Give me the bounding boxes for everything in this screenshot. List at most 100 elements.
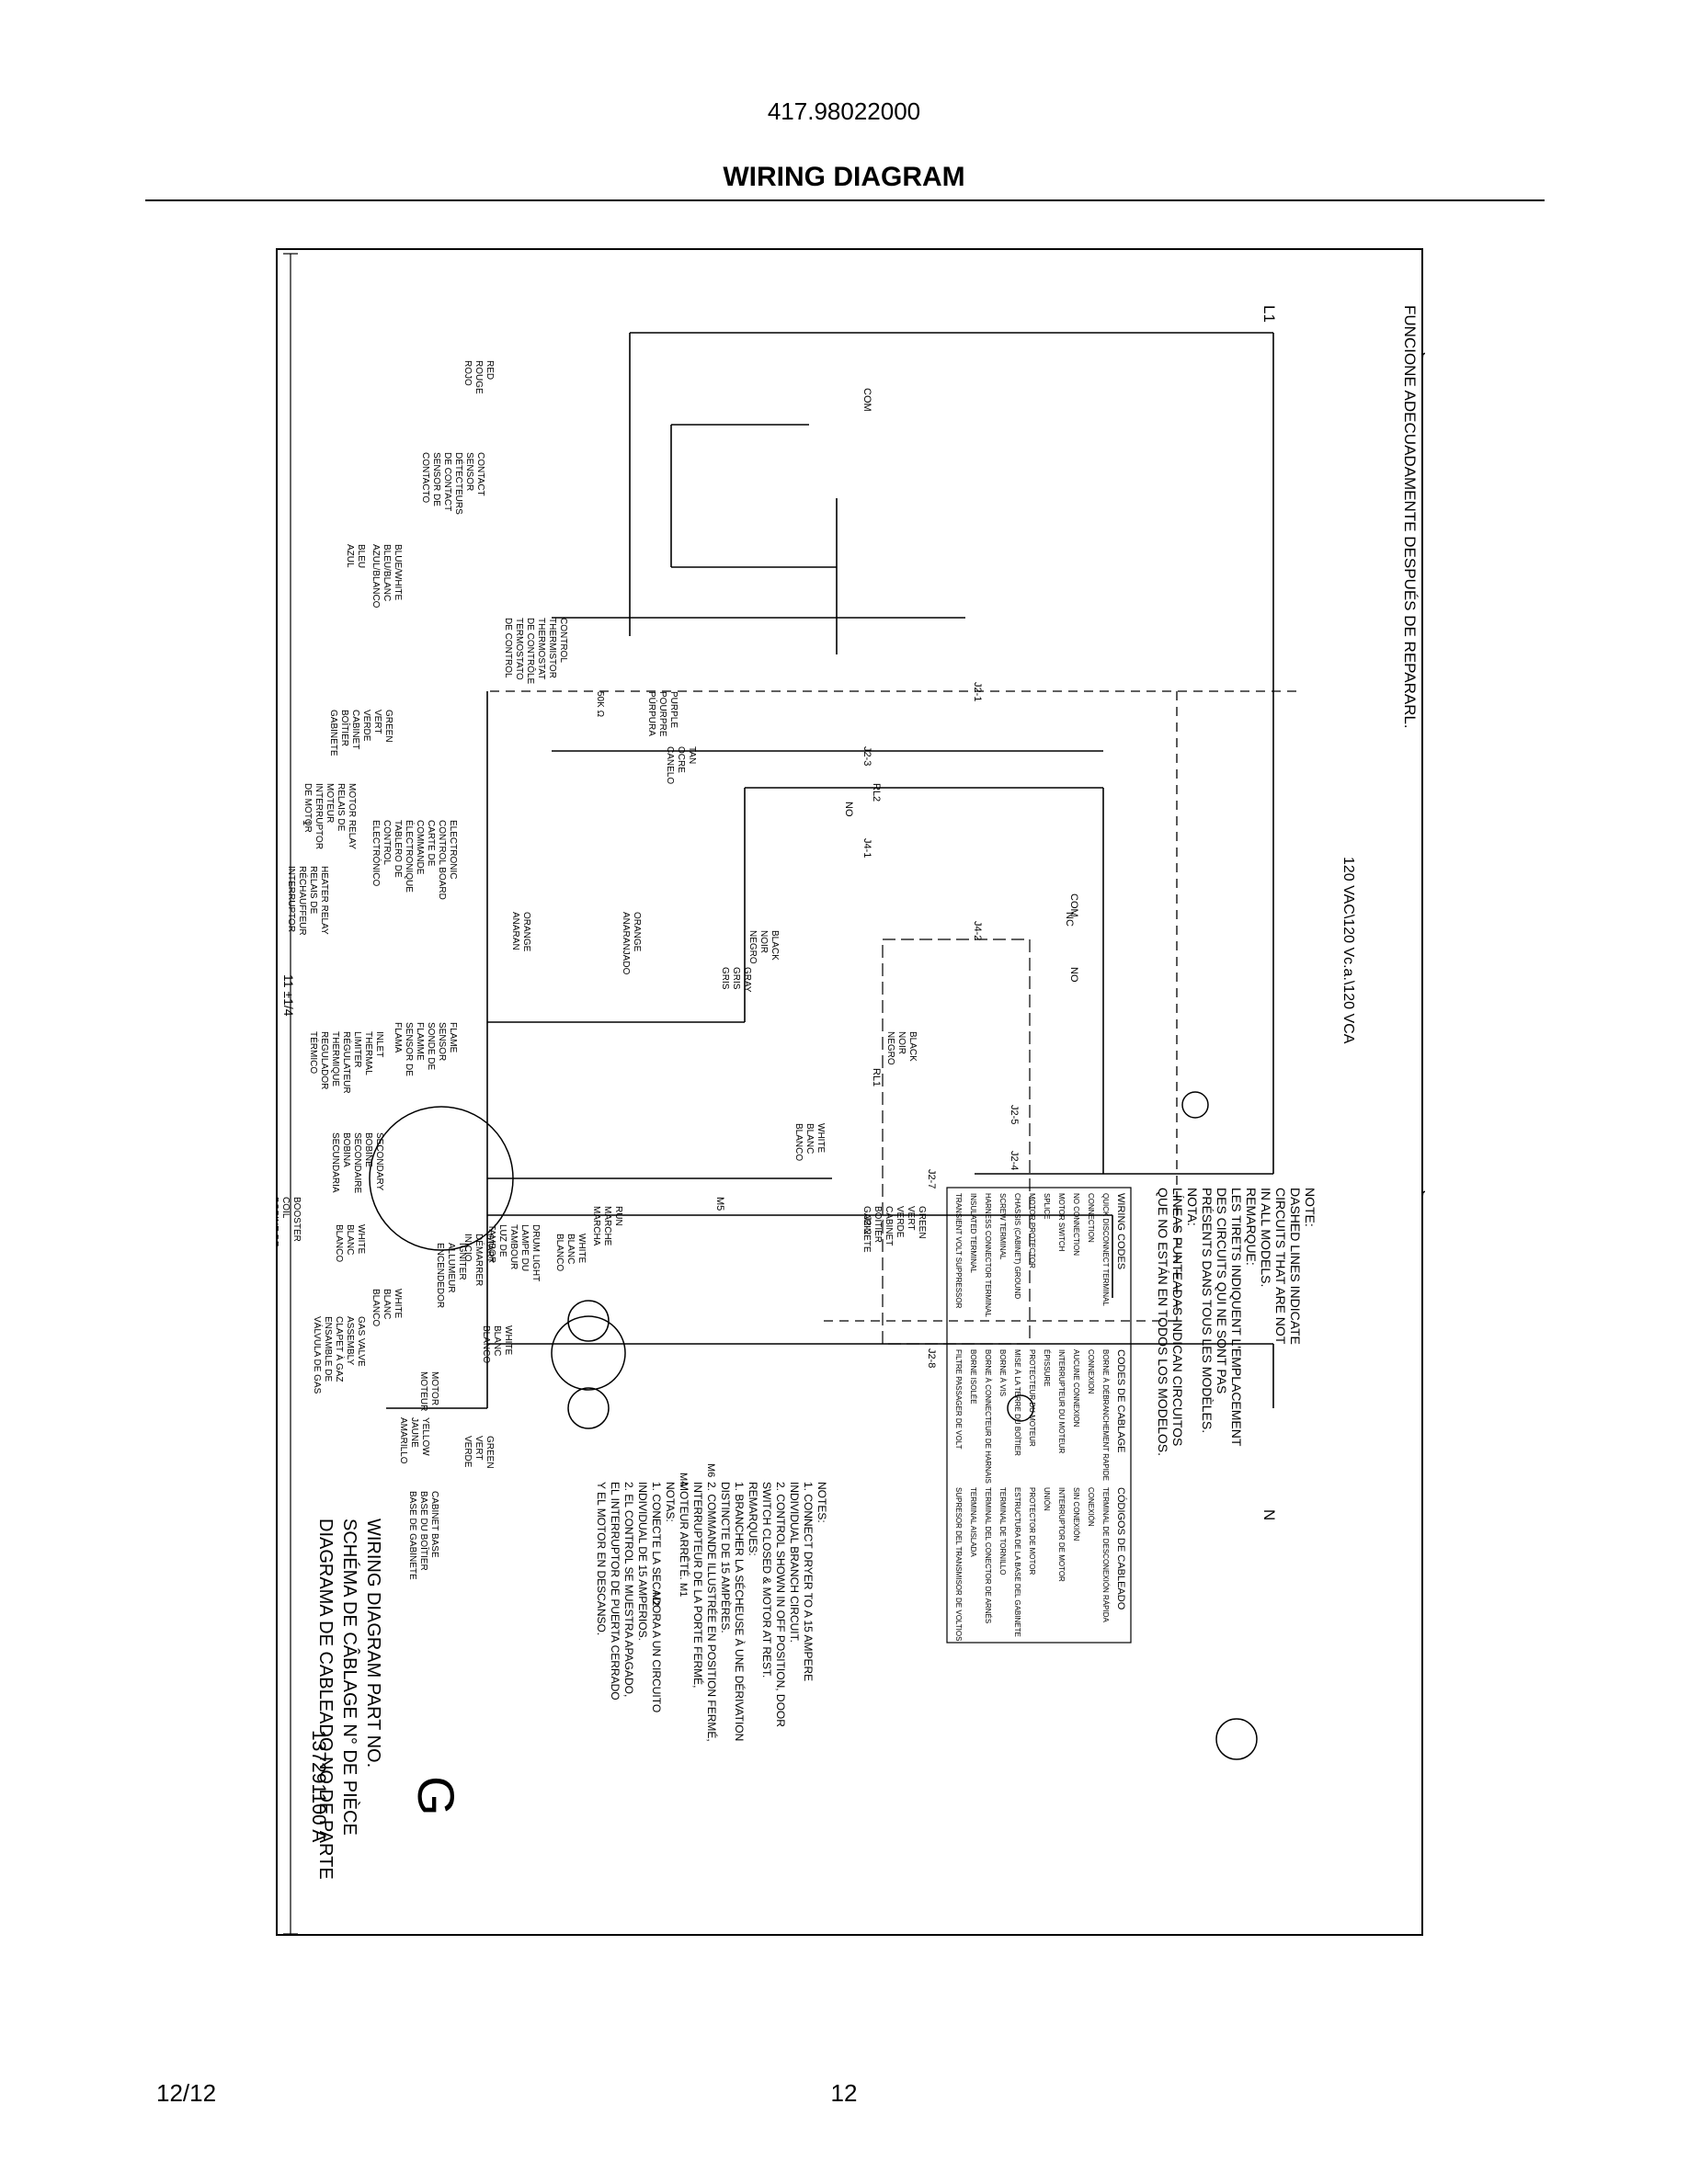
component-label-drum-light: LAMPE DU xyxy=(519,1224,530,1271)
component-symbols xyxy=(369,1091,1258,1760)
installation-note-line: INDIVIDUAL BRANCH CIRCUIT. xyxy=(788,1482,801,1643)
component-label-black-noir-negro-2: NOIR xyxy=(758,930,769,953)
component-label-booster-coil: BOOSTER xyxy=(291,1197,302,1242)
component-label-flame-sensor: SENSOR xyxy=(437,1022,447,1061)
component-label-white-wire-4: BLANC xyxy=(565,1234,576,1264)
component-label-white-wire-3: WHITE xyxy=(393,1289,403,1319)
component-label-electronic-control-board: COMMANDE xyxy=(415,820,425,875)
codes-table-cell: TRANSIENT VOLT SUPPRESSOR xyxy=(954,1193,963,1309)
installation-note-line: NOTAS: xyxy=(664,1482,677,1522)
component-label-green-cabinet: BOÎTIER xyxy=(339,710,351,746)
component-label-heater-relay: INTERRUPTOR xyxy=(286,866,296,932)
part-number-label-line: DIAGRAMA DE CABLEADO NO DE PARTE xyxy=(315,1519,336,1880)
connector-label: M1 xyxy=(678,1583,689,1597)
component-label-yellow-wire: YELLOW xyxy=(420,1417,430,1456)
component-label-black-noir-negro-3: BLACK xyxy=(907,1031,918,1062)
component-label-flame-sensor: FLAMME xyxy=(415,1022,425,1061)
component-label-black-noir-negro-2: BLACK xyxy=(770,930,780,961)
connector-label: RL2 xyxy=(871,783,882,802)
note-line: QUE NO ESTÁN EN TODOS LOS MODELOS. xyxy=(1156,1188,1170,1456)
component-label-drum-light: TAMBOUR xyxy=(508,1224,519,1269)
codes-table-cell: SCREW TERMINAL xyxy=(998,1193,1007,1260)
drum-light-symbol xyxy=(551,1315,626,1391)
component-label-blue-wire: BLEU xyxy=(356,544,366,568)
component-label-control-thermistor: THERMOSTAT xyxy=(536,618,546,679)
component-label-white-wire-5: BLANC xyxy=(492,1325,502,1356)
component-label-inlet-thermal-limiter: REGULADOR xyxy=(319,1031,329,1089)
component-label-inlet-thermal-limiter: TÉRMICO xyxy=(308,1031,320,1074)
codes-table-cell: INSULATED TERMINAL xyxy=(969,1193,977,1273)
component-label-motor-relay: DE MOTOR xyxy=(302,783,313,833)
caution-line: FUNCIONE ADECUADAMENTE DESPUÉS DE REPARA… xyxy=(1401,305,1419,729)
component-label-inlet-thermal-limiter: LIMITER xyxy=(352,1031,362,1067)
note-line: PRÉSENTS DANS TOUS LES MODÈLES. xyxy=(1200,1188,1215,1433)
model-number: 417.98022000 xyxy=(767,97,921,125)
connector-label: J2-2 xyxy=(861,1215,873,1234)
component-label-white-wire-5: WHITE xyxy=(503,1325,513,1356)
wire-lines xyxy=(386,332,1274,1409)
connector-labels: J2-8J2-7J2-4J2-5J4-2J2-1J2-2J2-3J4-1COMN… xyxy=(650,388,1079,1606)
codes-table-cell: TERMINAL DE TORNILLO xyxy=(998,1487,1007,1575)
component-label-green-cabinet-2: CABINET xyxy=(884,1206,894,1246)
component-label-white-wire-3: BLANCO xyxy=(371,1289,381,1326)
dimension-label: 11 ±1/4 xyxy=(281,974,296,1017)
codes-table-cell: ESTRUCTURA DE LA BASE DEL GABINETE xyxy=(1013,1487,1021,1637)
component-label-control-thermistor: CONTROL xyxy=(558,618,568,663)
connector-label: M4 xyxy=(678,1473,689,1486)
component-label-heater-relay: HEATER RELAY xyxy=(319,866,329,935)
component-label-gas-valve-assembly: ENSAMBLE DE xyxy=(323,1316,333,1382)
codes-table-border xyxy=(946,1187,1132,1644)
installation-note-line: DISTINCTE DE 15 AMPÈRES. xyxy=(719,1482,733,1633)
connector-label: J2-3 xyxy=(861,746,873,766)
note-line: REMARQUE: xyxy=(1244,1188,1259,1266)
component-label-white-wire-3: BLANC xyxy=(382,1289,392,1319)
installation-note-line: 2. COMMANDE ILLUSTRÉE EN POSITION FERMÉ, xyxy=(705,1482,719,1742)
codes-table-cell: FILTRE PASSAGER DE VOLT xyxy=(954,1349,963,1450)
part-number: 137291100 A xyxy=(308,1730,329,1842)
codes-table-cell: UNIÓN xyxy=(1043,1487,1051,1511)
connector-label: J2-8 xyxy=(926,1348,937,1368)
component-label-motor-relay: RELAIS DE xyxy=(336,783,346,832)
codes-table-cell: ÉPISSURE xyxy=(1043,1349,1051,1386)
component-label-green-cabinet: VERT xyxy=(372,710,382,734)
component-label-green-cabinet-2: GABINETE xyxy=(861,1206,872,1253)
component-label-contact-sensor: CONTACTO xyxy=(420,452,430,503)
component-label-flame-sensor: SENSOR DE xyxy=(404,1022,414,1076)
control-board-outline xyxy=(882,938,1031,1345)
component-label-blue-wire: AZUL xyxy=(345,544,355,568)
component-label-red-l1: ROJO xyxy=(462,360,473,386)
codes-table-cell: NO CONNECTION xyxy=(1072,1193,1080,1256)
component-label-cabinet-base: BASE DU BOÎTIER xyxy=(418,1491,430,1571)
component-label-green-cabinet-2: BOÎTIER xyxy=(873,1206,884,1243)
component-label-secondary-coil: SECONDARY xyxy=(374,1132,384,1190)
component-label-cabinet-base: CABINET BASE xyxy=(429,1491,439,1558)
codes-table-cell: MOTOR PROTECTOR xyxy=(1028,1193,1036,1268)
component-label-green-cabinet-2: VERDE xyxy=(895,1206,905,1238)
component-label-inlet-thermal-limiter: THERMAL xyxy=(363,1031,373,1075)
codes-table-cell: BORNE À DÉBRANCHEMENT RAPIDE xyxy=(1101,1349,1110,1481)
codes-table-cell: CONEXIÓN xyxy=(1087,1487,1095,1527)
component-label-igniter: ALLUMEUR xyxy=(446,1243,456,1292)
part-number-label-line: WIRING DIAGRAM PART NO. xyxy=(363,1519,383,1768)
component-label-blue-white-wire: BLEU/BLANC xyxy=(382,544,392,601)
codes-table-cell: TERMINAL DE DESCONEXIÓN RÁPIDA xyxy=(1101,1487,1110,1623)
component-label-white-wire-5: BLANCO xyxy=(481,1325,491,1363)
codes-table-cell: CONNECTION xyxy=(1087,1193,1095,1243)
component-label-gas-valve-assembly: VÁLVULA DE GAS xyxy=(312,1316,324,1394)
component-label-run-winding: MARCHA xyxy=(591,1206,601,1246)
note-line: CIRCUITS THAT ARE NOT xyxy=(1273,1188,1288,1345)
installation-note-line: 1. BRANCHER LA SÉCHEUSE À UNE DÉRIVATION xyxy=(733,1482,747,1741)
codes-table-cell: MOTOR SWITCH xyxy=(1057,1193,1066,1252)
component-label-secondary-coil: BOBINA xyxy=(341,1132,351,1167)
connector-label: J2-5 xyxy=(1009,1105,1020,1124)
component-label-red-l1: RED xyxy=(485,360,495,380)
component-label-electronic-control-board: CONTROL BOARD xyxy=(437,820,447,900)
component-label-green-cabinet-2: VERT xyxy=(906,1206,916,1231)
component-label-inlet-thermal-limiter: RÉGULATEUR xyxy=(341,1031,353,1094)
component-label-contact-sensor: DE CONTACT xyxy=(442,452,452,511)
installation-note-line: EL INTERRUPTOR DE PUERTA CERRADO xyxy=(609,1482,622,1701)
component-label-contact-sensor: SENSOR xyxy=(464,452,474,491)
component-label-orange-wire-1: ORANGE xyxy=(632,912,642,952)
connector-label: M2 xyxy=(650,1592,661,1606)
